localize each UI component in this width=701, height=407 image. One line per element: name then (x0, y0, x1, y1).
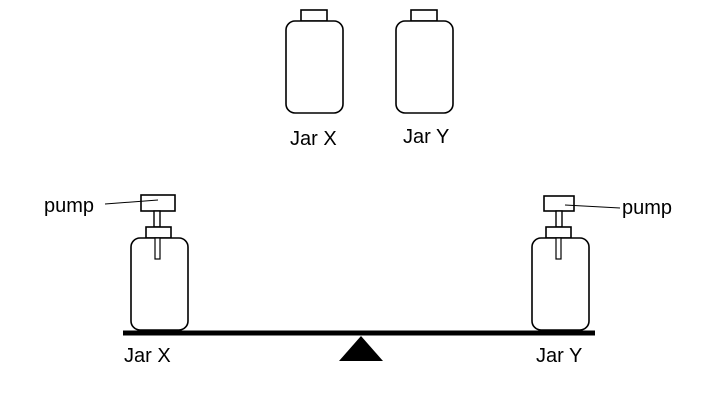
balance-jar-x-label: Jar X (124, 345, 171, 367)
top-jar-x (285, 9, 344, 114)
pump-right-label: pump (622, 197, 672, 219)
pump-left-head (140, 194, 176, 212)
pump-left-stem (153, 210, 161, 228)
pump-right-stem (555, 210, 563, 228)
balance-jar-y-cap (545, 226, 572, 239)
balance-jar-x (130, 194, 189, 331)
fulcrum-triangle (339, 336, 383, 361)
pump-left-leader (104, 199, 159, 205)
balance-jar-y (531, 195, 590, 331)
pump-left-tube (154, 237, 161, 260)
balance-jar-x-cap (145, 226, 172, 239)
pump-right-tube (555, 237, 562, 260)
top-jar-y-label: Jar Y (403, 126, 449, 148)
top-jar-x-label: Jar X (290, 128, 337, 150)
top-jar-x-cap (300, 9, 328, 22)
balance-jar-y-label: Jar Y (536, 345, 582, 367)
pump-right-head (543, 195, 575, 212)
pump-right-leader (564, 204, 621, 209)
top-jar-y (395, 9, 454, 114)
top-jar-x-body (285, 20, 344, 114)
top-jar-y-cap (410, 9, 438, 22)
pump-left-label: pump (44, 195, 94, 217)
top-jar-y-body (395, 20, 454, 114)
